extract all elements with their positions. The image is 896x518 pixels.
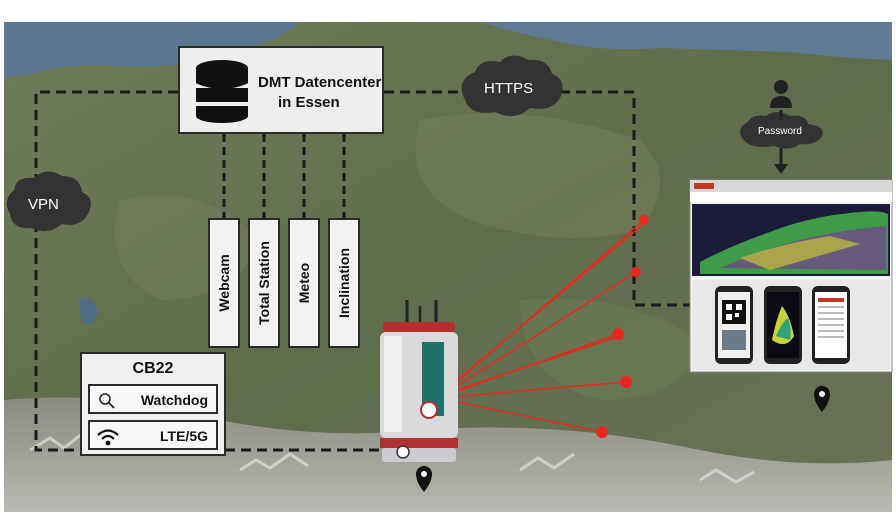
smartphone-icon (764, 286, 802, 364)
vpn-label: VPN (28, 196, 59, 213)
datacenter-location: in Essen (278, 94, 340, 111)
sensor-links (222, 134, 346, 218)
sensor-inclination: Inclination (328, 218, 360, 348)
vpn-connection-line (34, 90, 400, 452)
smartphone-icon (812, 286, 850, 364)
map-pin-icon (814, 386, 830, 412)
lte-row: LTE/5G (88, 420, 218, 450)
sensor-total-station: Total Station (248, 218, 280, 348)
database-icon (195, 60, 249, 123)
sensor-meteo: Meteo (288, 218, 320, 348)
laser-targets (596, 215, 649, 438)
smartphone-icon (715, 286, 753, 364)
cb22-title: CB22 (132, 360, 174, 377)
user-icon (770, 80, 792, 108)
sensor-label: Total Station (256, 241, 272, 325)
wifi-icon (97, 429, 119, 446)
cb22-box: CB22 Watchdog LTE/5G (80, 352, 226, 456)
datacenter-title: DMT Datencenter (258, 74, 382, 91)
lte-label: LTE/5G (160, 428, 208, 444)
map-pin-icon (416, 466, 432, 492)
https-connection-line (384, 90, 692, 307)
cloud-icon (461, 55, 563, 117)
password-label: Password (758, 126, 802, 137)
watchdog-row: Watchdog (88, 384, 218, 414)
down-arrow-icon (774, 110, 788, 174)
cloud-icon (740, 112, 823, 149)
sensor-label: Inclination (336, 248, 352, 318)
laser-scanner-icon (380, 300, 458, 462)
sensor-webcam: Webcam (208, 218, 240, 348)
sensor-label: Meteo (296, 262, 312, 304)
sea-area (4, 22, 300, 78)
https-label: HTTPS (484, 80, 534, 97)
datacenter-box: DMT Datencenter in Essen (178, 46, 384, 134)
laser-rays (437, 219, 647, 433)
watchdog-label: Watchdog (140, 392, 208, 408)
cloud-icon (6, 171, 91, 232)
search-icon (99, 393, 115, 409)
sea-area-east (480, 22, 892, 60)
sensor-label: Webcam (216, 254, 232, 312)
